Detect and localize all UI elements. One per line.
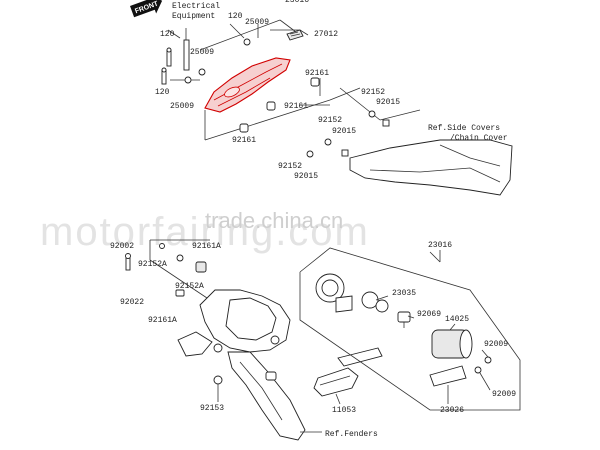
top-part-number-cut: 23016 xyxy=(285,0,309,5)
watermark-main: trade.china.cn xyxy=(205,208,343,233)
damper-92161-c xyxy=(239,123,249,133)
label-92152-b: 92152 xyxy=(318,116,342,125)
side-cover-ref xyxy=(349,139,513,196)
ref-fenders-label: Ref.Fenders xyxy=(325,430,378,439)
label-11053: 11053 xyxy=(332,406,356,415)
screws-92009 xyxy=(474,356,492,374)
label-92161A-a: 92161A xyxy=(192,242,221,251)
label-23026: 23026 xyxy=(440,406,464,415)
electrical-equipment-label-line2: Equipment xyxy=(172,12,215,21)
label-92161-a: 92161 xyxy=(305,69,329,78)
watermark-background: motorfairing.com xyxy=(40,210,370,254)
ref-side-covers-line2: /Chain Cover xyxy=(450,134,508,143)
ref-side-covers-line1: Ref.Side Covers xyxy=(428,124,500,133)
lower-left-fasteners xyxy=(125,239,211,301)
bolt-120-left1 xyxy=(166,47,172,67)
label-92015-b: 92015 xyxy=(332,127,356,136)
label-92153: 92153 xyxy=(200,404,224,413)
reflector-23026 xyxy=(429,365,467,387)
electrical-equipment-label-line1: Electrical xyxy=(172,2,220,11)
bolt-120-left2 xyxy=(161,67,167,85)
grille-27012 xyxy=(286,29,304,41)
label-92015-c: 92015 xyxy=(294,172,318,181)
label-25009-top: 25009 xyxy=(245,18,269,27)
bolt-120-top xyxy=(183,28,190,71)
label-120-top: 120 xyxy=(228,12,243,21)
label-23035: 23035 xyxy=(392,289,416,298)
label-92161-c: 92161 xyxy=(232,136,256,145)
nut-92015-a xyxy=(382,119,390,127)
nut-92015-b xyxy=(341,149,349,157)
lower-leader-lines xyxy=(217,250,491,433)
socket-23035 xyxy=(361,291,389,313)
label-92161A-b: 92161A xyxy=(148,316,177,325)
taillight-group-frame xyxy=(299,247,521,411)
grommet-25009-left1 xyxy=(198,68,206,76)
label-92069: 92069 xyxy=(417,310,441,319)
label-92009-a: 92009 xyxy=(484,340,508,349)
label-92152-a: 92152 xyxy=(361,88,385,97)
label-120-left2: 120 xyxy=(155,88,170,97)
label-25009-left1: 25009 xyxy=(190,48,214,57)
label-92152A-b: 92152A xyxy=(175,282,204,291)
label-92152-c: 92152 xyxy=(278,162,302,171)
collar-92152-c xyxy=(306,150,314,158)
label-92009-b: 92009 xyxy=(492,390,516,399)
grommet-25009-left2 xyxy=(184,76,192,84)
grommet-25009-top xyxy=(243,38,251,46)
label-120-left1: 120 xyxy=(160,30,175,39)
plate-bracket-11053 xyxy=(313,347,383,397)
label-14025: 14025 xyxy=(445,315,469,324)
label-92161-b: 92161 xyxy=(284,102,308,111)
front-arrow-icon: FRONT xyxy=(130,0,163,18)
label-92022: 92022 xyxy=(120,298,144,307)
damper-92161-a xyxy=(310,77,320,87)
collar-92152-a xyxy=(368,110,376,118)
lamp-housing-23016 xyxy=(315,273,353,313)
label-23016: 23016 xyxy=(428,241,452,250)
rear-bracket xyxy=(177,289,291,357)
damper-92161-b xyxy=(266,101,276,111)
collar-92152-b xyxy=(324,138,332,146)
rear-fender xyxy=(227,351,306,441)
label-92002: 92002 xyxy=(110,242,134,251)
label-92015-a: 92015 xyxy=(376,98,400,107)
label-27012: 27012 xyxy=(314,30,338,39)
tail-cowl-highlighted xyxy=(204,57,291,113)
lens-14025 xyxy=(431,329,473,359)
label-92152A-a: 92152A xyxy=(138,260,167,269)
screw-92153 xyxy=(213,375,223,392)
label-25009-left2: 25009 xyxy=(170,102,194,111)
bulb-92069 xyxy=(397,311,411,328)
